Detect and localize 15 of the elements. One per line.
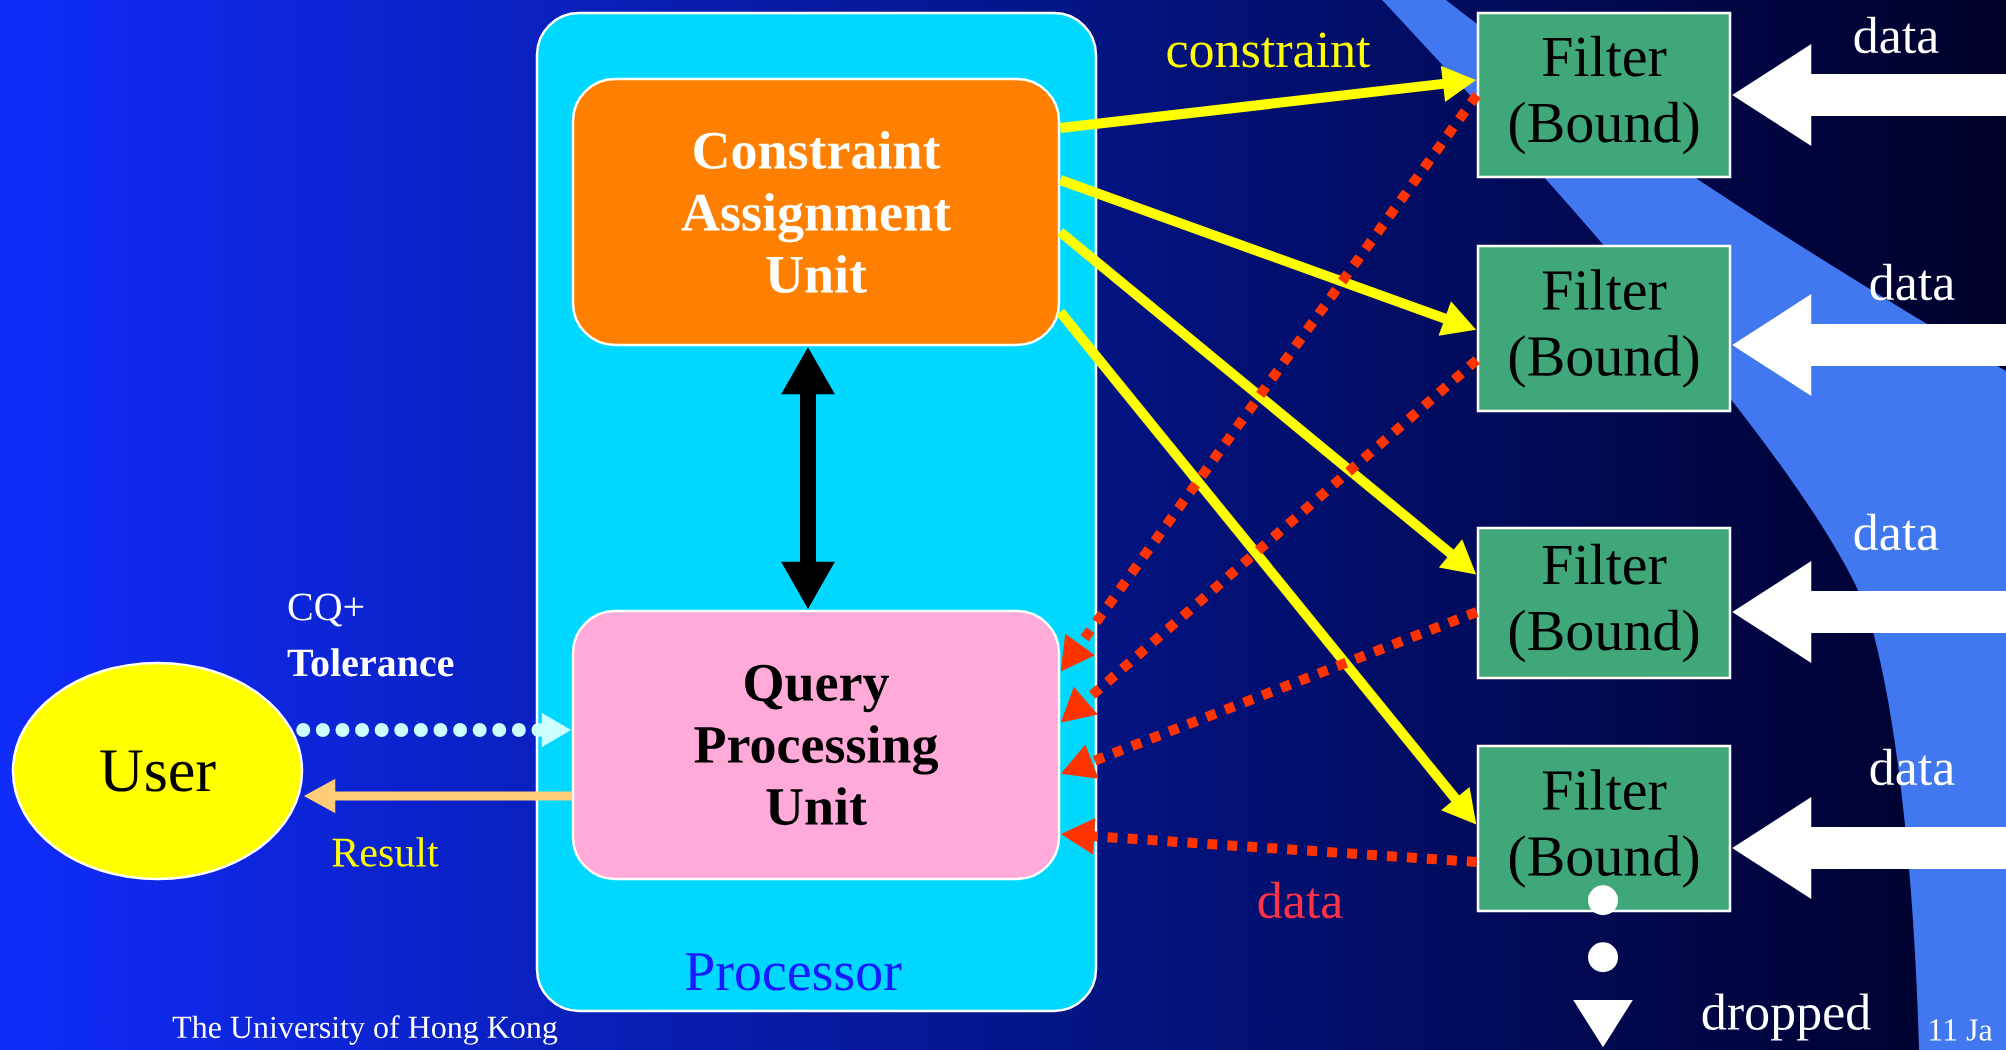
unit-box: Query Processing Unit	[571, 609, 1061, 881]
filter-box: Filter (Bound)	[1476, 526, 1732, 680]
filter-box: Filter (Bound)	[1476, 11, 1732, 179]
unit-box: Constraint Assignment Unit	[571, 77, 1061, 347]
filter-box: Filter (Bound)	[1476, 244, 1732, 413]
footer-text: The University of Hong Kong	[172, 1015, 558, 1045]
dropped-label: dropped	[1702, 993, 1871, 1041]
edge-label: Result	[332, 837, 439, 867]
edge-label: data	[1854, 513, 1939, 551]
edge-label: constraint	[1167, 32, 1371, 68]
footer-text: 11 Ja	[1930, 1019, 1993, 1041]
edge-label: data	[1870, 263, 1955, 301]
filter-box: Filter (Bound)	[1476, 744, 1732, 913]
edge-label: data	[1258, 881, 1343, 919]
edge-label: data	[1854, 16, 1939, 54]
